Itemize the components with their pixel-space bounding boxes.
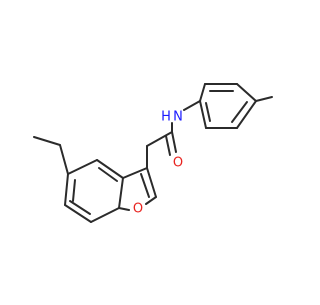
- bond-c7-c6: [64, 204, 92, 223]
- bond-ch2-carbonyl: [146, 131, 173, 147]
- bond-t4-t5-inner: [231, 101, 248, 123]
- structure-canvas: O N H O: [33, 83, 273, 223]
- bond-t4-t5: [236, 100, 257, 129]
- bond-n-aryl: [183, 100, 201, 111]
- bond-c7a-c7: [90, 207, 120, 223]
- benzofuran-furan-ring: [118, 167, 157, 211]
- bond-methyl-ch2: [33, 136, 61, 146]
- amide-nitrogen-label: N: [173, 110, 183, 125]
- acetamide-linker: [146, 100, 201, 169]
- atom-labels: O N H O: [133, 110, 183, 217]
- bond-c3-c2-inner: [140, 173, 150, 198]
- bond-t1-t2: [199, 83, 206, 102]
- furan-oxygen-label: O: [133, 202, 143, 217]
- bond-c6-c5: [64, 173, 69, 206]
- bond-carbonyl-o: [171, 131, 177, 153]
- carbonyl-oxygen-label: O: [173, 156, 183, 171]
- bond-t6-t1-inner: [205, 102, 211, 122]
- bond-c2-o1: [145, 196, 157, 205]
- benzofuran-benzene-ring: [64, 159, 124, 223]
- bond-c4-c3a: [96, 159, 124, 179]
- tolyl-ring: [199, 83, 273, 129]
- bond-o1-c7a: [118, 207, 130, 211]
- bond-c4-c3a-inner: [98, 167, 118, 182]
- bond-ch2-ring: [59, 144, 69, 175]
- bond-carbonyl-o-inner: [165, 135, 171, 156]
- bond-tolyl-methyl: [255, 96, 273, 102]
- amide-hydrogen-label: H: [161, 110, 171, 125]
- bond-c3a-c3: [122, 167, 148, 179]
- bond-t3-t4: [236, 83, 257, 102]
- bond-c5-c6-inner: [72, 179, 76, 202]
- bond-t6-t1: [199, 100, 207, 129]
- bond-c5-c4: [67, 159, 98, 175]
- ethyl-group: [33, 136, 69, 175]
- bond-c7-c6-inner: [69, 200, 91, 215]
- bond-c3-c2: [146, 167, 157, 198]
- bond-c3a-c7a: [118, 177, 124, 209]
- molecule-structure: O N H O: [33, 83, 273, 223]
